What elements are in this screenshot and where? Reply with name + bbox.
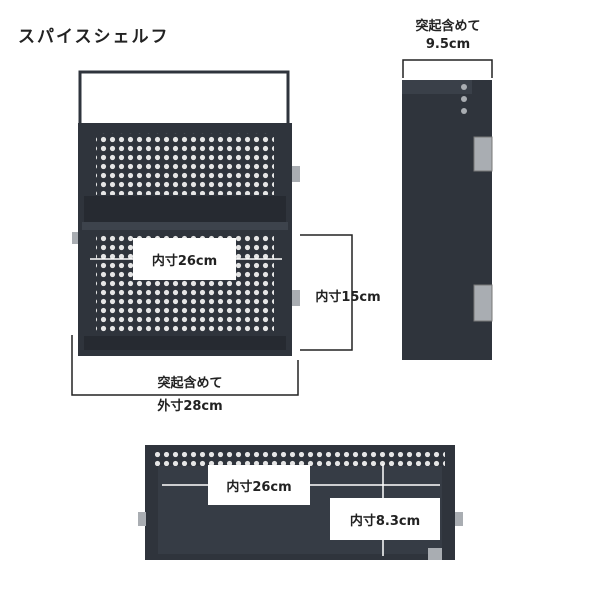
hinge	[455, 512, 463, 526]
hinge	[473, 284, 493, 322]
front-view-shelf	[71, 70, 353, 396]
handle-wire	[78, 70, 290, 125]
top-inner-width-label: 内寸26cm	[208, 465, 310, 505]
shelf-divider	[82, 222, 288, 230]
side-view-shelf	[402, 59, 493, 360]
front-inner-width-label: 内寸26cm	[133, 238, 236, 280]
depth-bracket	[402, 59, 493, 78]
outer-width-bracket	[71, 335, 299, 396]
top-inner-depth-label: 内寸8.3cm	[330, 498, 440, 540]
outer-width-note: 突起含めて	[157, 376, 223, 391]
hinge	[72, 232, 78, 244]
outer-width-label: 外寸28cm	[157, 399, 223, 414]
hinge	[292, 166, 300, 182]
front-inner-height-label: 内寸15cm	[315, 290, 381, 305]
upper-perforated-panel	[96, 133, 274, 195]
side-depth-note: 突起含めて	[415, 19, 481, 34]
inner-height-bracket	[300, 234, 353, 351]
hinge	[138, 512, 146, 526]
side-depth-label: 9.5cm	[425, 37, 471, 52]
hinge	[473, 136, 493, 172]
page-title: スパイスシェルフ	[18, 27, 170, 47]
hinge	[428, 548, 442, 560]
hinge	[292, 290, 300, 306]
